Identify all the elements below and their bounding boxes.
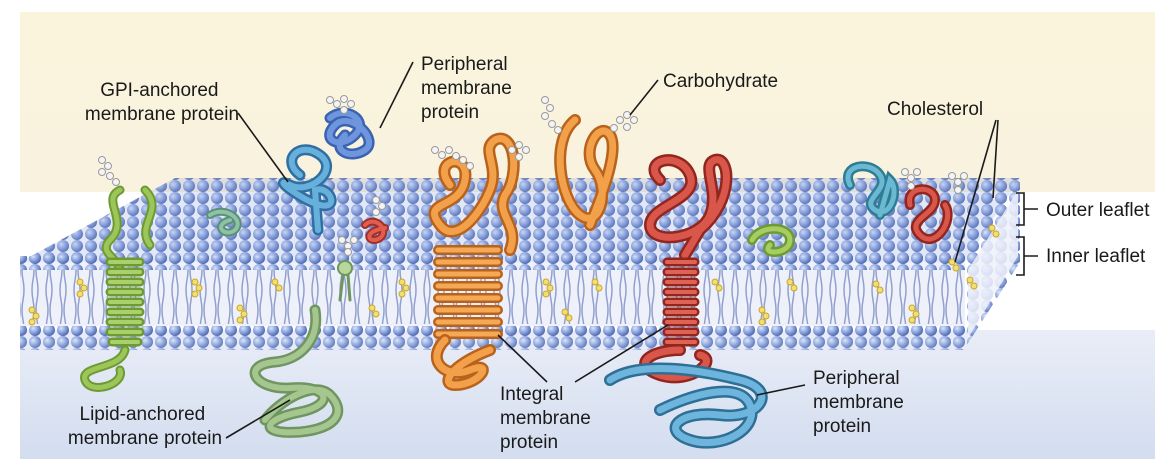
integral-red-protein bbox=[639, 153, 733, 384]
leader-lines bbox=[225, 61, 1038, 439]
label-peripheral-top: Peripheral membrane protein bbox=[421, 54, 517, 123]
label-outer-leaflet: Outer leaflet bbox=[1046, 200, 1150, 221]
lipid-anchored-protein-bottom bbox=[249, 304, 344, 438]
label-lipid-anchored: Lipid-anchored membrane protein bbox=[68, 404, 222, 449]
label-cholesterol: Cholesterol bbox=[887, 99, 983, 120]
label-carbohydrate: Carbohydrate bbox=[663, 71, 778, 92]
carbohydrate-chains bbox=[98, 95, 968, 256]
label-gpi-anchored: GPI-anchored membrane protein bbox=[85, 80, 239, 125]
orange-peripheral-protein bbox=[554, 114, 619, 231]
integral-orange-protein bbox=[428, 132, 520, 392]
peripheral-protein-bottom bbox=[604, 362, 768, 449]
cytoplasm bbox=[20, 330, 1155, 459]
small-gpi-anchor bbox=[337, 260, 353, 302]
green-protein-right bbox=[747, 223, 796, 257]
peripheral-protein-top bbox=[324, 107, 375, 160]
teal-protein-right bbox=[843, 161, 899, 220]
label-integral: Integral membrane protein bbox=[500, 384, 596, 453]
lipid-anchored-protein bbox=[80, 185, 157, 392]
cholesterol-molecules bbox=[28, 224, 1000, 326]
gpi-anchored-protein bbox=[278, 144, 337, 236]
small-red-protein bbox=[361, 217, 389, 244]
red-protein-right bbox=[904, 184, 953, 244]
small-green-protein bbox=[206, 207, 242, 237]
label-peripheral-bottom: Peripheral membrane protein bbox=[813, 368, 909, 437]
label-inner-leaflet: Inner leaflet bbox=[1046, 246, 1146, 267]
